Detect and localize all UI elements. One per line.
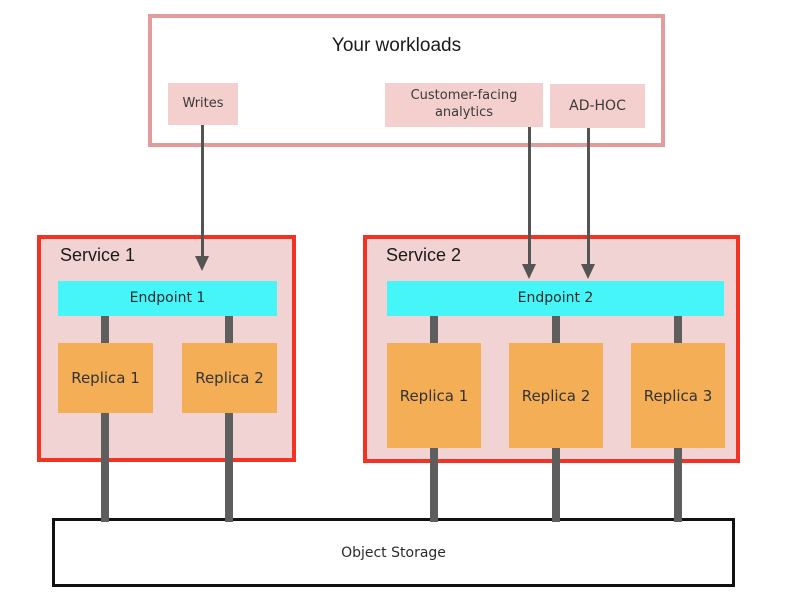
object-storage-box: Object Storage [52,518,735,587]
object-storage-label: Object Storage [341,544,446,561]
workload-chip-writes: Writes [168,83,238,125]
service-1-label: Service 1 [60,245,136,265]
service-2-replica-2: Replica 2 [509,343,603,448]
adhoc-arrow-line [586,128,590,265]
down-arrow-icon [581,264,595,279]
workload-chip-adhoc-label: AD-HOC [569,97,626,114]
writes-arrow [195,125,209,271]
analytics-arrow-line [527,127,531,265]
endpoint-2-bar: Endpoint 2 [387,281,724,316]
down-arrow-icon [522,264,536,279]
workload-chip-writes-label: Writes [182,95,224,111]
down-arrow-icon [195,256,209,271]
workload-chip-analytics: Customer-facing analytics [385,83,543,127]
workloads-title: Your workloads [331,35,462,56]
service-2-label: Service 2 [386,245,462,265]
service-1-replica-1: Replica 1 [58,343,153,413]
workload-chip-adhoc: AD-HOC [550,84,645,128]
adhoc-arrow [581,128,595,279]
connector-service1-replica2 [225,316,233,522]
service-2-replica-1: Replica 1 [387,343,481,448]
analytics-arrow [522,127,536,279]
endpoint-1-bar: Endpoint 1 [58,281,277,316]
service-2-replica-3: Replica 3 [631,343,725,448]
workloads-box [148,14,665,147]
writes-arrow-line [200,125,204,257]
service-1-replica-2: Replica 2 [182,343,277,413]
workload-chip-analytics-label: Customer-facing analytics [410,88,518,120]
connector-service1-replica1 [101,316,109,522]
